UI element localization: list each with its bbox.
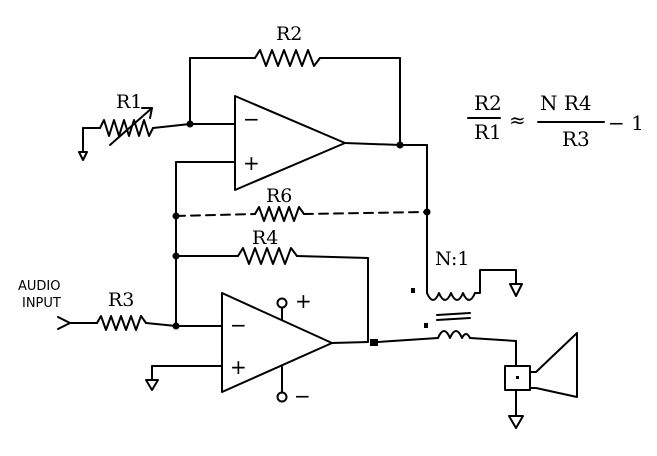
r1-wiper-arrow-line [109,107,153,146]
speaker-body [504,365,531,391]
lower-opamp-minus: − [230,313,247,337]
lower-ground-icon [145,379,159,391]
equation-rhs-numerator: N R4 [540,91,592,115]
lower-opamp-plus: + [230,355,247,379]
transformer-ratio-label: N:1 [435,248,469,270]
r3-right-wire [145,322,177,327]
r1-to-node-wire [152,123,191,129]
equation-lhs-denominator: R1 [474,120,502,144]
upper-output-wire [344,142,401,146]
speaker-center-dot [516,376,519,379]
r1-ground-icon [78,151,88,161]
r3-label: R3 [108,289,134,311]
lower-output-wire [331,341,369,344]
audio-input-arrow-icon [57,316,71,330]
primary-ground-wire [474,269,517,294]
lower-opamp [221,292,333,393]
speaker-ground-icon [508,415,524,429]
r6-resistor [254,206,305,222]
equation-approx-sign: ≈ [509,108,526,132]
r6-label: R6 [266,185,292,207]
r2-resistor [254,49,321,67]
r1-wiper-arrow-head [141,107,153,119]
supply-minus-terminal [276,391,288,403]
upper-opamp [234,95,346,191]
equation-lhs-numerator: R2 [474,91,502,115]
equation-tail: − 1 [608,111,644,135]
r4-resistor [237,247,298,265]
r3-resistor [96,315,147,331]
secondary-dot-marker [424,323,428,328]
r4-right-wire [296,255,369,259]
r6-left-dashed-wire [175,213,256,217]
supply-plus-label: + [295,289,312,313]
r6-right-dashed-wire [303,211,428,215]
lower-output-node-dot [370,339,378,346]
supply-minus-label: − [294,384,311,408]
secondary-to-speaker-wire [469,337,517,342]
primary-ground-icon [509,283,523,297]
r6-right-node-dot [423,208,431,216]
r4-label: R4 [252,227,278,249]
r2-label: R2 [276,23,302,45]
r1-resistor [99,119,154,137]
transformer-core-line-2 [436,317,471,321]
equation-rhs-denominator: R3 [562,127,590,151]
supply-plus-terminal [276,297,288,309]
audio-input-label-line1: AUDIO [18,279,61,294]
audio-input-label-line2: INPUT [22,296,61,311]
transformer-primary-winding [426,292,476,301]
primary-dot-marker [411,288,415,293]
upper-opamp-plus: + [243,151,260,175]
transformer-secondary-winding [437,330,471,339]
lower-output-to-transformer-wire [377,337,439,343]
speaker-cone [529,332,578,398]
transformer-core-line-1 [436,312,471,316]
upper-opamp-minus: − [243,107,260,131]
r1-label: R1 [116,91,142,113]
